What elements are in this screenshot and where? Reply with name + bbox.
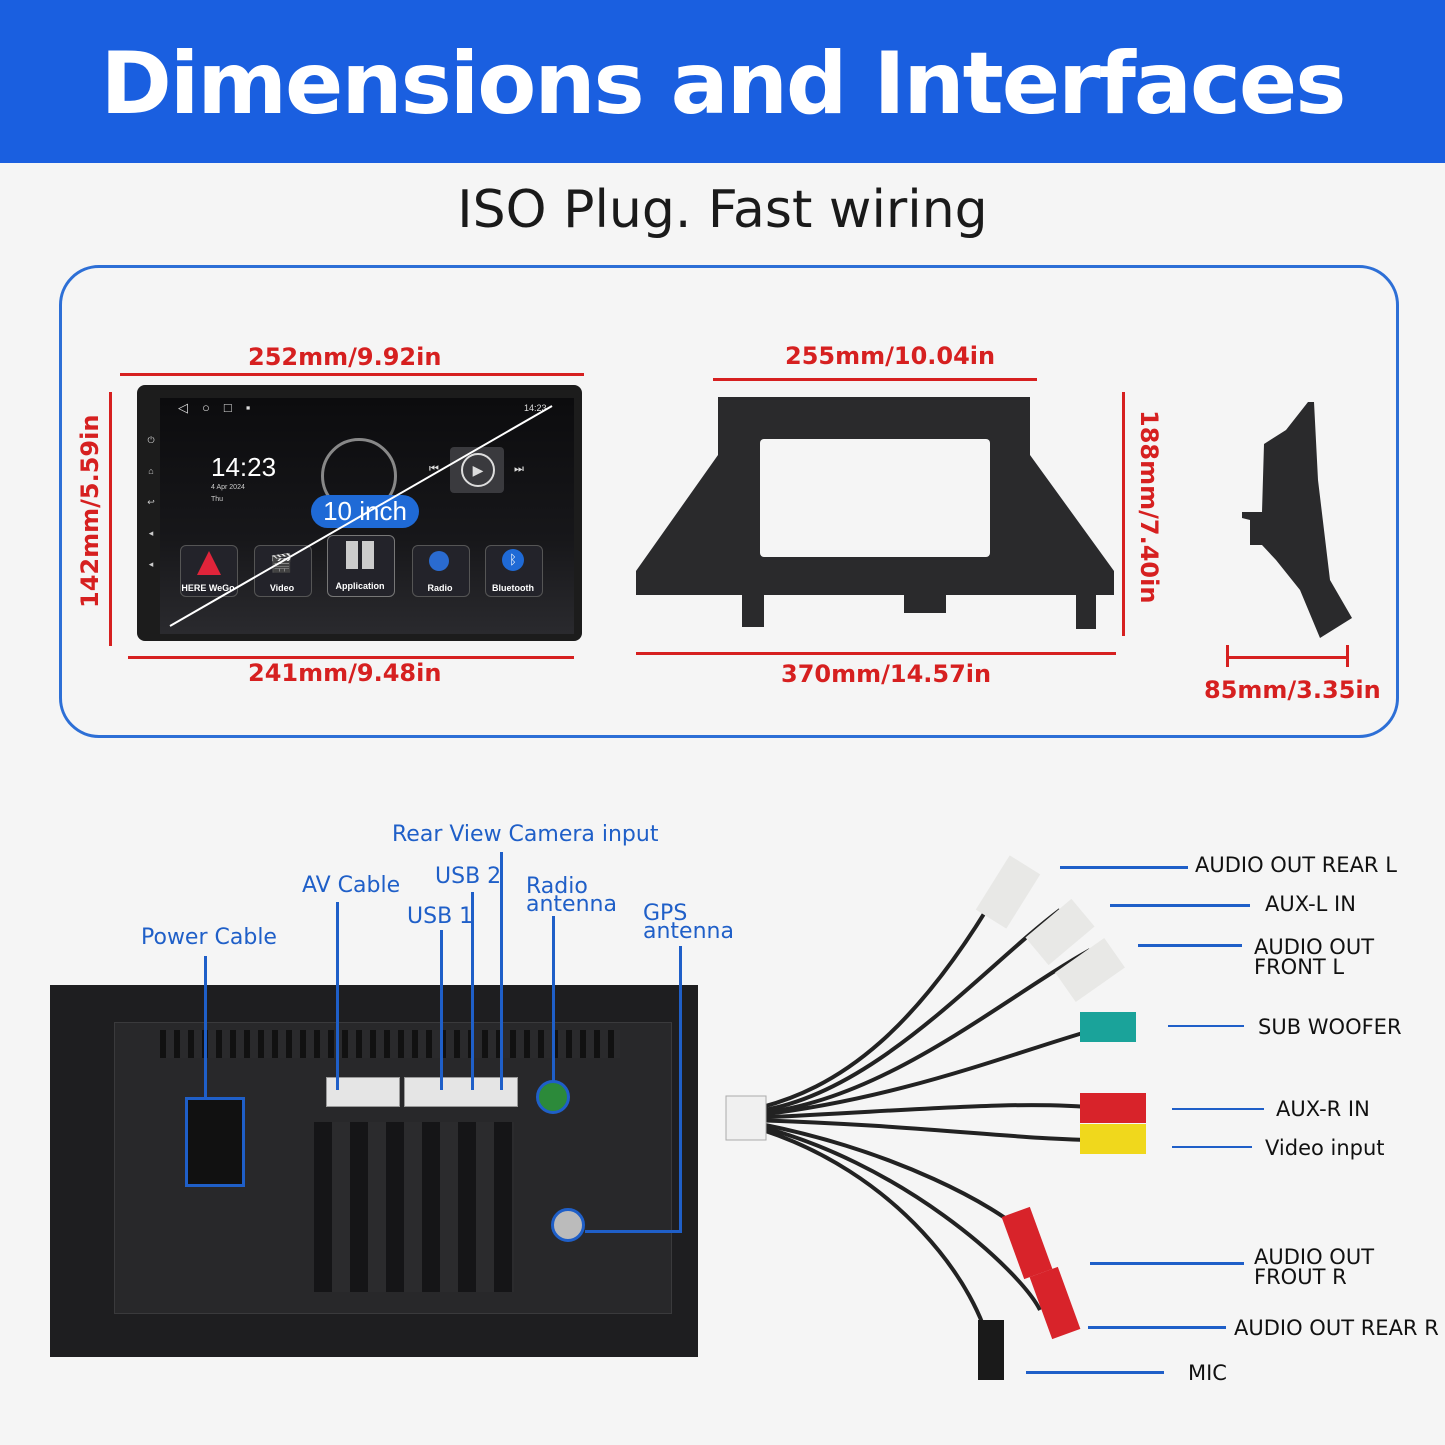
screen-width-line	[120, 373, 584, 376]
status-time: 14:23	[524, 403, 547, 413]
frame-height-line	[1122, 392, 1125, 636]
gps-antenna-label-1: GPS	[643, 901, 688, 926]
radio-antenna-connector	[536, 1080, 570, 1114]
av-cable-pointer	[336, 902, 339, 1090]
audio-out-frout-r-label-1: AUDIO OUT	[1254, 1245, 1375, 1269]
frame-side-profile	[1242, 402, 1352, 638]
frame-top-width-label: 255mm/10.04in	[785, 342, 996, 370]
clock-date: 4 Apr 2024	[211, 484, 245, 491]
diagonal-line	[169, 405, 553, 627]
front-r-pointer	[1090, 1262, 1244, 1265]
audio-out-frout-r-label-2: FROUT R	[1254, 1265, 1347, 1289]
front-l-pointer	[1138, 944, 1242, 947]
rear-r-pointer	[1088, 1326, 1226, 1329]
radio-icon	[429, 551, 449, 571]
rear-l-pointer	[1060, 866, 1188, 869]
mic-pointer	[1026, 1371, 1164, 1374]
mounting-frame	[636, 397, 1114, 629]
prev-track-icon: ⏮	[429, 463, 439, 475]
power-cable-label: Power Cable	[141, 925, 277, 950]
screen-width-label: 252mm/9.92in	[248, 343, 442, 371]
radio-antenna-label-1: Radio	[526, 874, 588, 899]
radio-antenna-pointer	[552, 916, 555, 1082]
video-input-label: Video input	[1265, 1136, 1385, 1160]
frame-height-label: 188mm/7.40in	[1135, 410, 1163, 604]
app-label: Bluetooth	[492, 583, 534, 593]
app-bluetooth	[485, 545, 543, 597]
clock-day: Thu	[211, 496, 224, 503]
map-icon	[197, 551, 221, 575]
app-label: HERE WeGo	[181, 583, 235, 593]
power-connector	[185, 1097, 245, 1187]
gps-antenna-pointer-h	[585, 1230, 682, 1233]
audio-out-front-l-label-1: AUDIO OUT	[1254, 935, 1375, 959]
nav-bar-icons: ◁○□▪	[178, 400, 265, 415]
frame-depth-tick-left	[1226, 645, 1229, 667]
usb-connectors	[404, 1077, 518, 1107]
size-badge: 10 inch	[311, 495, 419, 528]
frame-bottom-line	[636, 652, 1116, 655]
aux-r-pointer	[1172, 1108, 1264, 1110]
next-track-icon: ⏭	[514, 463, 524, 475]
bluetooth-icon: ᛒ	[502, 549, 524, 571]
radio-antenna-label-2: antenna	[526, 892, 617, 917]
dimensions-panel	[59, 265, 1399, 738]
screen-height-line	[109, 392, 112, 646]
sub-woofer-pointer	[1168, 1025, 1244, 1027]
frame-depth-tick-right	[1346, 645, 1349, 667]
vent-slots	[160, 1030, 620, 1058]
page-title: Dimensions and Interfaces	[100, 34, 1347, 134]
screen-height-label: 142mm/5.59in	[76, 414, 104, 608]
aux-r-in-label: AUX-R IN	[1276, 1097, 1370, 1121]
audio-out-rear-r-label: AUDIO OUT REAR R	[1234, 1316, 1439, 1340]
camera-input-pointer	[500, 852, 503, 1090]
app-label: Application	[335, 581, 385, 591]
app-label: Radio	[427, 583, 453, 593]
header-banner	[0, 0, 1445, 163]
gps-antenna-label-2: antenna	[643, 919, 734, 944]
usb1-label: USB 1	[407, 904, 474, 929]
usb1-pointer	[440, 930, 443, 1090]
audio-out-rear-l-label: AUDIO OUT REAR L	[1195, 853, 1397, 877]
gps-antenna-connector	[551, 1208, 585, 1242]
rca-harness	[725, 855, 1146, 1380]
screen-bottom-line	[128, 656, 574, 659]
grid-icon	[346, 541, 374, 569]
heat-sink	[314, 1122, 514, 1292]
clock-time: 14:23	[211, 452, 277, 482]
camera-input-label: Rear View Camera input	[392, 822, 659, 847]
usb2-label: USB 2	[435, 864, 502, 889]
aux-l-in-label: AUX-L IN	[1265, 892, 1356, 916]
frame-depth-label: 85mm/3.35in	[1204, 676, 1381, 704]
gps-antenna-pointer-v	[679, 946, 682, 1232]
power-cable-pointer	[204, 956, 207, 1098]
page-subtitle: ISO Plug. Fast wiring	[457, 180, 988, 240]
mic-label: MIC	[1188, 1361, 1227, 1385]
frame-bottom-width-label: 370mm/14.57in	[781, 660, 992, 688]
screen-bottom-width-label: 241mm/9.48in	[248, 659, 442, 687]
sub-woofer-label: SUB WOOFER	[1258, 1015, 1402, 1039]
play-icon: ▶	[461, 453, 495, 487]
usb2-pointer	[471, 892, 474, 1090]
audio-out-front-l-label-2: FRONT L	[1254, 955, 1345, 979]
side-buttons: ⏻⌂↩◂◂	[147, 435, 155, 569]
av-cable-label: AV Cable	[302, 873, 401, 898]
frame-top-line	[713, 378, 1037, 381]
video-input-pointer	[1172, 1146, 1252, 1148]
frame-depth-line	[1226, 656, 1348, 659]
aux-l-pointer	[1110, 904, 1250, 907]
app-label: Video	[269, 583, 295, 593]
